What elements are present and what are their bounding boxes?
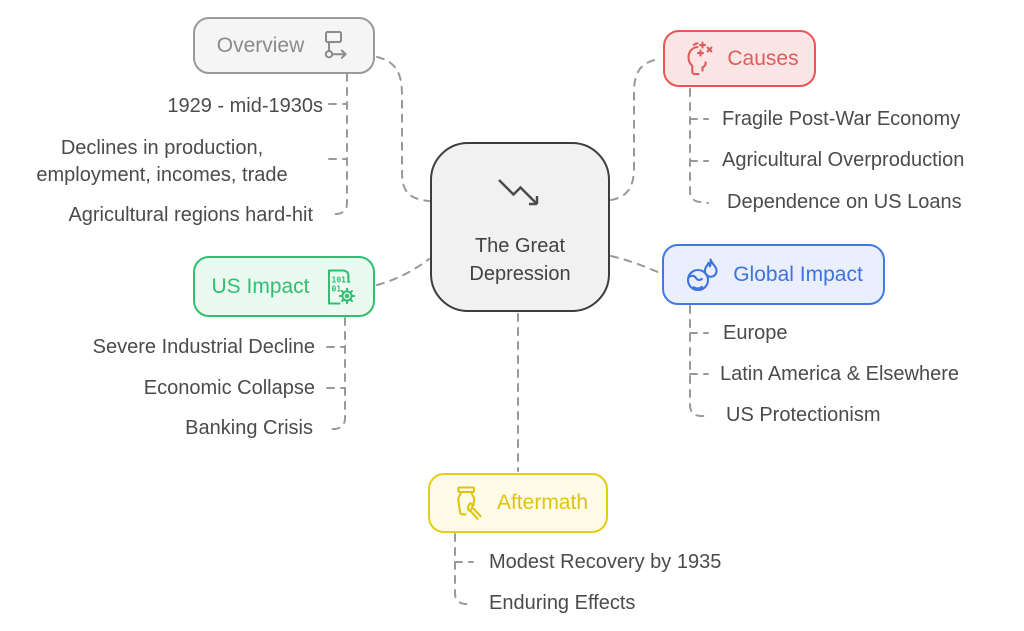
aftermath-label: Aftermath [496, 491, 589, 514]
global-impact-label: Global Impact [733, 262, 863, 286]
causes-label: Causes [727, 46, 799, 70]
central-node-label: The Great Depression [469, 235, 571, 285]
head-sparks-icon [687, 41, 713, 75]
node-us-impact[interactable]: US Impact 1011 01 [193, 256, 375, 317]
leaf-global-europe[interactable]: Europe [723, 322, 788, 344]
trend-down-icon [498, 179, 539, 206]
connector-causes-branch-line [689, 88, 709, 204]
leaf-overview-agricultural[interactable]: Agricultural regions hard-hit [68, 204, 313, 226]
connector-usimpact-branch-line [326, 317, 346, 430]
node-overview[interactable]: Overview [193, 17, 375, 74]
globe-flame-icon [687, 257, 718, 291]
leaf-overview-period[interactable]: 1929 - mid-1930s [167, 95, 323, 117]
node-aftermath[interactable]: Aftermath [428, 473, 608, 533]
leaf-aftermath-recovery[interactable]: Modest Recovery by 1935 [489, 551, 722, 573]
binary-file-gear-icon: 1011 01 [327, 269, 355, 304]
connector-causes-to-center [610, 58, 662, 201]
svg-text:01: 01 [331, 284, 341, 293]
svg-text:1011: 1011 [331, 275, 350, 284]
leaf-causes-fragile-economy[interactable]: Fragile Post-War Economy [722, 108, 961, 130]
leaf-causes-overproduction[interactable]: Agricultural Overproduction [722, 149, 965, 171]
vase-brush-icon [457, 486, 482, 520]
leaf-us-economic-collapse[interactable]: Economic Collapse [143, 377, 315, 399]
node-central[interactable]: The Great Depression [430, 142, 610, 312]
connector-overview-to-center [376, 56, 430, 202]
leaf-global-us-protectionism[interactable]: US Protectionism [726, 404, 881, 426]
connector-global-to-center [610, 255, 661, 274]
connector-overview-branch-line [328, 73, 348, 215]
connector-global-branch-line [689, 305, 709, 417]
overview-label: Overview [216, 33, 305, 57]
sitemap-icon [325, 30, 347, 59]
leaf-global-latin-america[interactable]: Latin America & Elsewhere [720, 363, 960, 385]
leaf-causes-us-loans[interactable]: Dependence on US Loans [727, 191, 962, 213]
leaf-overview-declines[interactable]: Declines in production, employment, inco… [36, 137, 288, 186]
node-global-impact[interactable]: Global Impact [662, 244, 885, 305]
connector-aftermath-branch-line [454, 533, 474, 605]
connector-usimpact-to-center [376, 258, 430, 286]
leaf-us-industrial-decline[interactable]: Severe Industrial Decline [92, 336, 315, 358]
leaf-us-banking-crisis[interactable]: Banking Crisis [185, 417, 313, 439]
us-impact-label: US Impact [211, 274, 310, 298]
leaf-aftermath-enduring-effects[interactable]: Enduring Effects [489, 592, 636, 614]
node-causes[interactable]: Causes [663, 30, 816, 87]
